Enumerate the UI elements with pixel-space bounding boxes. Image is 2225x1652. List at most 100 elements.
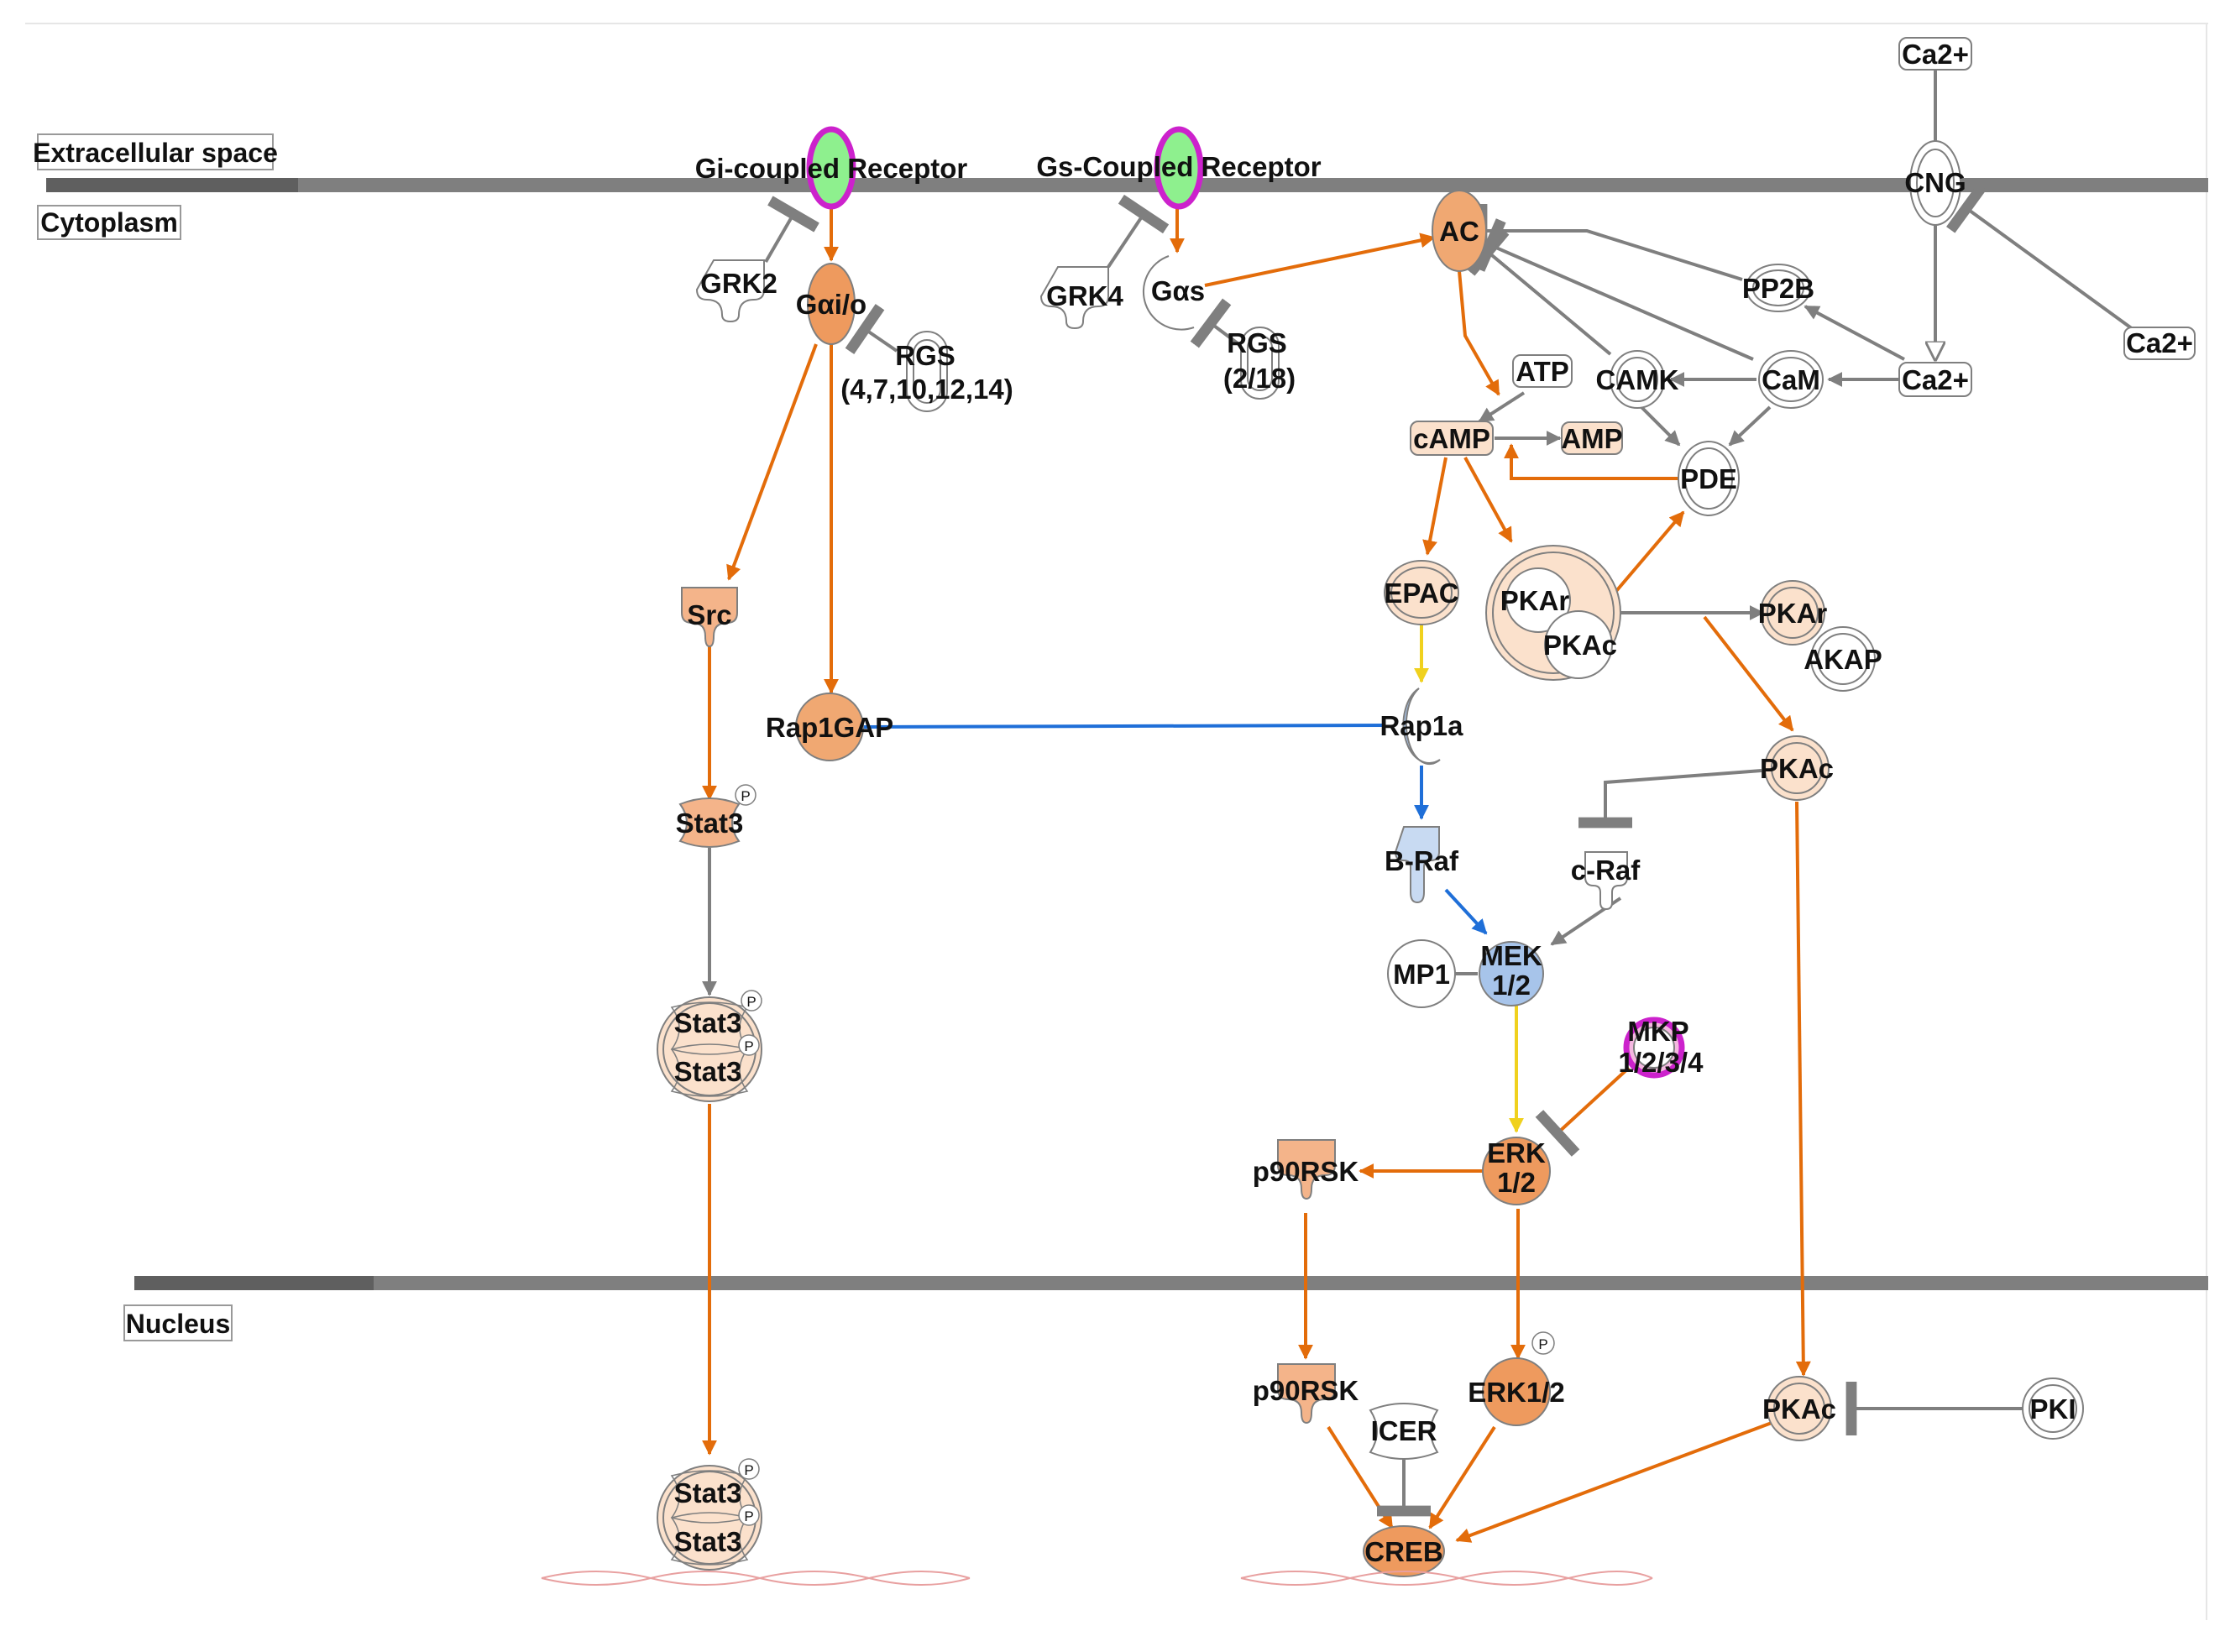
phospho-badge-label: P bbox=[1538, 1336, 1547, 1352]
edge-camk-pde bbox=[1640, 405, 1681, 447]
stat3-dimer-cytoplasm[interactable]: Stat3 Stat3 P P bbox=[657, 990, 762, 1102]
phospho-badge-label: P bbox=[744, 1038, 753, 1054]
phospho-badge-label: P bbox=[746, 994, 756, 1010]
amp-molecule-label: AMP bbox=[1561, 423, 1622, 454]
pkac-cytoplasm[interactable]: PKAc bbox=[1760, 735, 1834, 801]
rap1a-gtpase[interactable]: Rap1a bbox=[1380, 687, 1463, 766]
mek-1-2-label-line1: MEK bbox=[1480, 940, 1542, 971]
stat3-dimer-nucleus-label-bottom: Stat3 bbox=[674, 1526, 742, 1557]
mp1-scaffold[interactable]: MP1 bbox=[1387, 939, 1456, 1008]
p90rsk-nucleus-label: p90RSK bbox=[1253, 1375, 1359, 1406]
atp-molecule[interactable]: ATP bbox=[1512, 354, 1573, 388]
edge-ca2mid-pp2b bbox=[1804, 305, 1905, 361]
edge-mkp-erk-inhibit bbox=[1535, 1066, 1631, 1157]
edge-camp-pka bbox=[1463, 457, 1513, 543]
p90rsk-nucleus[interactable]: p90RSK bbox=[1253, 1363, 1359, 1425]
edge-gai-src bbox=[726, 343, 818, 581]
b-raf-kinase[interactable]: B-Raf bbox=[1385, 826, 1459, 904]
creb-transcription-factor-label: CREB bbox=[1364, 1536, 1443, 1567]
dna-strand-right bbox=[1240, 1571, 1653, 1586]
camp-molecule[interactable]: cAMP bbox=[1410, 421, 1494, 456]
c-raf-kinase[interactable]: c-Raf bbox=[1571, 851, 1641, 911]
rap1gap-protein-label: Rap1GAP bbox=[766, 712, 893, 743]
adenylyl-cyclase[interactable]: AC bbox=[1432, 190, 1487, 272]
gi-coupled-receptor-label: Gi-coupled Receptor bbox=[695, 153, 968, 184]
gas-protein[interactable]: Gαs bbox=[1142, 255, 1205, 331]
erk-1-2-label-line2: 1/2 bbox=[1497, 1167, 1536, 1198]
edge-pp2b-ac-inhibit bbox=[1476, 204, 1743, 281]
edge-pkac-nucleus bbox=[1795, 801, 1811, 1377]
edge-rgs1-inhibit bbox=[845, 303, 898, 355]
pkar-subunit[interactable]: PKAr bbox=[1758, 580, 1828, 646]
calmodulin-label: CaM bbox=[1762, 364, 1820, 395]
mp1-scaffold-label: MP1 bbox=[1393, 959, 1450, 990]
mkp-1-2-3-4-phosphatase[interactable]: MKP 1/2/3/4 bbox=[1619, 1016, 1704, 1079]
grk2-kinase[interactable]: GRK2 bbox=[695, 259, 777, 323]
epac-protein-label: EPAC bbox=[1384, 578, 1458, 609]
edge-camk-ac-inhibit bbox=[1466, 227, 1612, 356]
icer-repressor[interactable]: ICER bbox=[1369, 1403, 1439, 1460]
rgs-4-7-10-12-14-label-line1: RGS bbox=[895, 340, 955, 371]
edge-pkac-creb bbox=[1455, 1421, 1772, 1543]
erk-1-2-nucleus[interactable]: ERK1/2 P bbox=[1468, 1331, 1565, 1426]
stat3-dimer-nucleus[interactable]: Stat3 Stat3 P P bbox=[657, 1458, 762, 1571]
src-kinase[interactable]: Src bbox=[681, 587, 738, 648]
pkac-cytoplasm-label: PKAc bbox=[1760, 753, 1834, 784]
gs-coupled-receptor[interactable]: Gs-Coupled Receptor bbox=[1036, 126, 1322, 210]
edge-pkac-craf-inhibit bbox=[1578, 769, 1762, 829]
edge-braf-mek bbox=[1444, 888, 1488, 935]
phospho-badge bbox=[1531, 1331, 1555, 1355]
phospho-badge bbox=[738, 1504, 760, 1526]
grk4-kinase[interactable]: GRK4 bbox=[1039, 266, 1123, 330]
mek-1-2-label-line2: 1/2 bbox=[1492, 970, 1531, 1001]
phospho-badge bbox=[741, 990, 762, 1012]
edge-grk4-inhibit bbox=[1107, 194, 1170, 269]
rgs-2-18[interactable]: RGS (2/18) bbox=[1223, 327, 1296, 400]
p90rsk-cytoplasm[interactable]: p90RSK bbox=[1253, 1139, 1359, 1200]
grk2-kinase-label: GRK2 bbox=[700, 268, 777, 299]
epac-protein[interactable]: EPAC bbox=[1384, 560, 1459, 625]
calmodulin[interactable]: CaM bbox=[1758, 350, 1824, 409]
gai-o-protein[interactable]: Gαi/o bbox=[796, 263, 866, 345]
pki-inhibitor-label: PKI bbox=[2029, 1393, 2076, 1425]
edge-ac-atp bbox=[1458, 270, 1500, 396]
gs-coupled-receptor-label: Gs-Coupled Receptor bbox=[1036, 151, 1321, 182]
pka-complex[interactable]: PKAr PKAc bbox=[1485, 545, 1621, 681]
phospho-badge-label: P bbox=[741, 788, 750, 804]
pde-phosphodiesterase-label: PDE bbox=[1680, 463, 1737, 494]
edge-pka-pde bbox=[1610, 510, 1685, 598]
ca2-ion-right[interactable]: Ca2+ bbox=[2123, 327, 2196, 360]
gi-coupled-receptor[interactable]: Gi-coupled Receptor bbox=[695, 126, 968, 210]
adenylyl-cyclase-label: AC bbox=[1439, 216, 1479, 247]
phospho-badge-label: P bbox=[744, 1462, 753, 1478]
rap1gap-protein[interactable]: Rap1GAP bbox=[766, 693, 893, 761]
rgs-4-7-10-12-14[interactable]: RGS (4,7,10,12,14) bbox=[840, 331, 1013, 412]
dna-strand-left bbox=[541, 1571, 971, 1586]
edge-erk-creb bbox=[1428, 1425, 1496, 1529]
pki-inhibitor[interactable]: PKI bbox=[2022, 1378, 2084, 1440]
camk-kinase[interactable]: CAMK bbox=[1596, 350, 1679, 409]
ca2-ion-top[interactable]: Ca2+ bbox=[1898, 37, 1972, 71]
erk-1-2-nucleus-label: ERK1/2 bbox=[1468, 1377, 1565, 1408]
amp-molecule[interactable]: AMP bbox=[1561, 421, 1623, 455]
rgs-2-18-label-line2: (2/18) bbox=[1223, 363, 1296, 394]
akap-anchor[interactable]: AKAP bbox=[1804, 626, 1882, 692]
mek-1-2-kinase[interactable]: MEK 1/2 bbox=[1479, 940, 1544, 1006]
pde-phosphodiesterase[interactable]: PDE bbox=[1678, 441, 1740, 516]
erk-1-2-label-line1: ERK bbox=[1487, 1137, 1546, 1168]
phospho-badge bbox=[735, 784, 756, 806]
erk-1-2-kinase[interactable]: ERK 1/2 bbox=[1482, 1137, 1551, 1205]
pkac-nucleus[interactable]: PKAc bbox=[1762, 1376, 1836, 1441]
stat3-monomer[interactable]: Stat3 P bbox=[676, 784, 756, 848]
edge-grk2-inhibit bbox=[764, 196, 819, 264]
mkp-1-2-3-4-label-line1: MKP bbox=[1627, 1016, 1688, 1047]
c-raf-kinase-label: c-Raf bbox=[1571, 855, 1641, 886]
stat3-dimer-nucleus-label-top: Stat3 bbox=[674, 1477, 742, 1508]
pp2b-phosphatase[interactable]: PP2B bbox=[1742, 264, 1814, 312]
creb-transcription-factor[interactable]: CREB bbox=[1363, 1525, 1445, 1577]
plasma-membrane bbox=[46, 178, 2208, 192]
cng-channel[interactable]: CNG bbox=[1904, 140, 1966, 226]
edge-pde-camp bbox=[1504, 443, 1681, 480]
ca2-ion-mid[interactable]: Ca2+ bbox=[1898, 362, 1972, 397]
